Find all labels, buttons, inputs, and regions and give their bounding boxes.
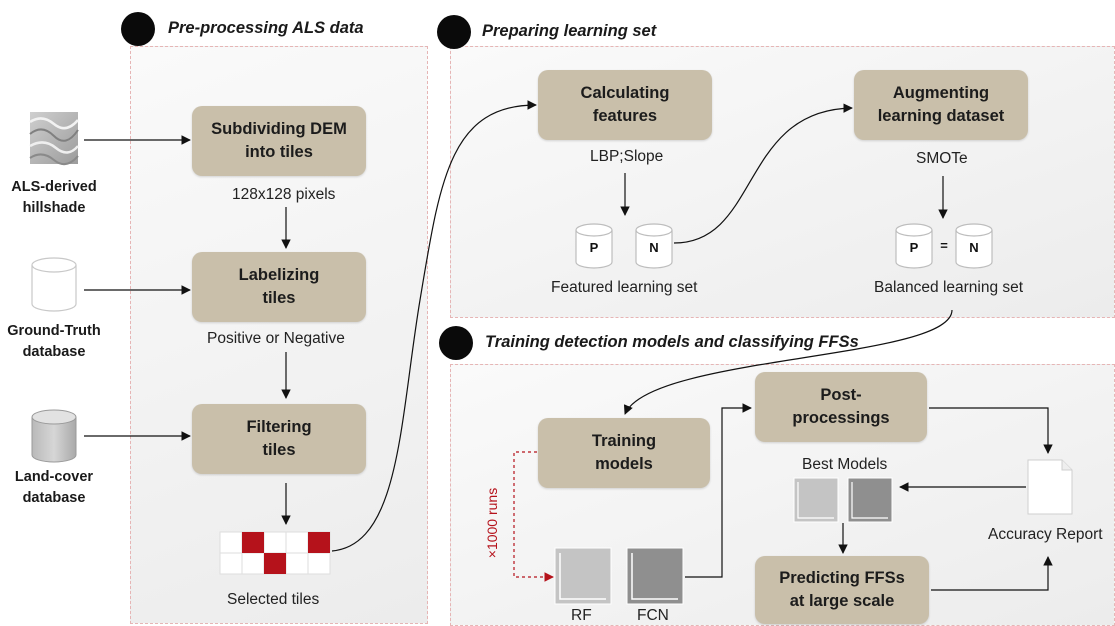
featured-set-p: P: [590, 240, 599, 255]
fcn-label: FCN: [637, 607, 669, 624]
accuracy-report-label: Accuracy Report: [988, 526, 1103, 543]
calculating-features-step: Calculating features: [538, 70, 712, 140]
balanced-set-n: N: [969, 240, 978, 255]
best-models-label: Best Models: [802, 456, 888, 473]
section-bullet-training: [439, 326, 473, 360]
balanced-positive-cylinder-icon: [895, 223, 933, 269]
smote-label: SMOTe: [916, 150, 968, 167]
rf-label: RF: [571, 607, 592, 624]
positive-set-cylinder-icon: [575, 223, 613, 269]
land-cover-cylinder-icon: [31, 409, 77, 463]
balanced-set-p: P: [910, 240, 919, 255]
accuracy-report-document-icon: [1027, 459, 1073, 515]
predicting-ffss-step: Predicting FFSs at large scale: [755, 556, 929, 624]
hillshade-image: [29, 112, 79, 166]
training-models-step: Training models: [538, 418, 710, 488]
section-title-learning: Preparing learning set: [482, 22, 657, 40]
selected-tiles-label: Selected tiles: [227, 591, 320, 608]
section-bullet-preprocessing: [121, 12, 155, 46]
featured-learning-set-label: Featured learning set: [551, 279, 698, 296]
positive-negative-label: Positive or Negative: [207, 330, 345, 347]
negative-set-cylinder-icon: [635, 223, 673, 269]
hillshade-label: ALS-derived hillshade: [11, 179, 97, 217]
balanced-equals: =: [940, 238, 948, 253]
balanced-negative-cylinder-icon: [955, 223, 993, 269]
land-cover-label: Land-cover database: [14, 469, 94, 507]
section-title-training: Training detection models and classifyin…: [485, 333, 859, 351]
fcn-model-icon: [626, 547, 684, 605]
filtering-tiles-step: Filtering tiles: [192, 404, 366, 474]
ground-truth-label: Ground-Truth database: [7, 323, 101, 361]
post-processings-step: Post- processings: [755, 372, 927, 442]
best-model-light-icon: [793, 477, 839, 523]
ground-truth-cylinder-icon: [31, 257, 77, 312]
labelizing-tiles-step: Labelizing tiles: [192, 252, 366, 322]
selected-tiles-grid: [219, 531, 331, 575]
balanced-learning-set-label: Balanced learning set: [874, 279, 1024, 296]
runs-label: ×1000 runs: [484, 487, 500, 559]
augmenting-dataset-step: Augmenting learning dataset: [854, 70, 1028, 140]
subdividing-dem-step: Subdividing DEM into tiles: [192, 106, 366, 176]
rf-model-icon: [554, 547, 612, 605]
featured-set-n: N: [649, 240, 658, 255]
tile-size-label: 128x128 pixels: [232, 186, 336, 203]
features-label: LBP;Slope: [590, 148, 664, 165]
section-bullet-learning: [437, 15, 471, 49]
best-model-dark-icon: [847, 477, 893, 523]
section-title-preprocessing: Pre-processing ALS data: [168, 19, 364, 37]
